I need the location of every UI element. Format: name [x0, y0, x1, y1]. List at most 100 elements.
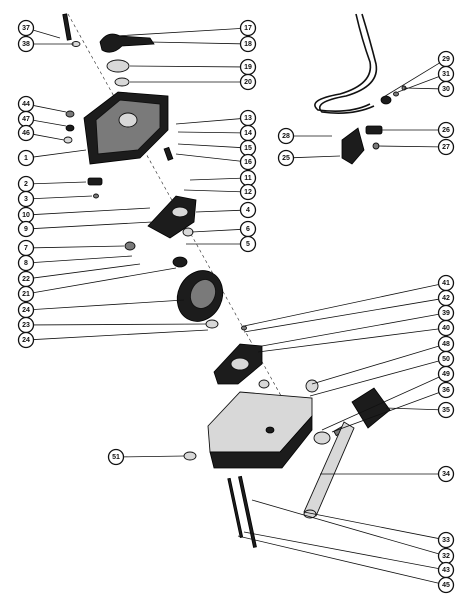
switch-body-part — [341, 127, 365, 165]
callout-number: 46 — [22, 130, 30, 137]
callout-6: 6 — [239, 220, 257, 238]
cam-part — [147, 195, 197, 239]
callout-number: 37 — [22, 25, 30, 32]
base-housing-side — [209, 414, 313, 469]
callout-39: 39 — [437, 304, 455, 322]
callout-circle — [437, 381, 455, 399]
leader-line-1 — [33, 149, 87, 158]
lower-screw-part — [241, 325, 247, 331]
callout-number: 16 — [244, 159, 252, 166]
leader-line-10 — [33, 207, 151, 215]
callout-35: 35 — [437, 401, 455, 419]
callout-24: 24 — [17, 331, 35, 349]
leader-line-3 — [33, 195, 93, 200]
callout-9: 9 — [17, 220, 35, 238]
callout-number: 44 — [22, 101, 30, 108]
callout-number: 38 — [22, 41, 30, 48]
callout-8: 8 — [17, 254, 35, 272]
callout-number: 51 — [112, 454, 120, 461]
callout-circle — [437, 121, 455, 139]
leader-line-21 — [33, 267, 177, 294]
housing-hole — [265, 426, 275, 434]
leader-line-32 — [251, 499, 439, 555]
callout-number: 6 — [246, 226, 250, 233]
callout-number: 34 — [442, 471, 450, 478]
leader-line-27 — [377, 145, 439, 148]
leader-line-47 — [33, 119, 67, 127]
callout-number: 28 — [282, 133, 290, 140]
callout-circle — [239, 153, 257, 171]
leader-line-45 — [237, 535, 439, 584]
callout-number: 30 — [442, 86, 450, 93]
leader-line-4 — [195, 209, 241, 213]
callout-number: 19 — [244, 64, 252, 71]
leader-line-33 — [303, 511, 439, 539]
callout-33: 33 — [437, 531, 455, 549]
leader-line-51 — [123, 455, 185, 458]
callout-29: 29 — [437, 50, 455, 68]
callout-circle — [437, 80, 455, 98]
callout-3: 3 — [17, 190, 35, 208]
leader-line-44 — [33, 105, 67, 113]
leader-line-40 — [257, 328, 439, 353]
callout-circle — [17, 19, 35, 37]
callout-number: 32 — [442, 553, 450, 560]
callout-44: 44 — [17, 95, 35, 113]
callout-28: 28 — [277, 127, 295, 145]
leader-line-11 — [189, 177, 241, 181]
callout-20: 20 — [239, 73, 257, 91]
callout-circle — [17, 124, 35, 142]
callout-number: 7 — [24, 245, 28, 252]
callout-circle — [17, 190, 35, 208]
callout-number: 41 — [442, 280, 450, 287]
callout-circle — [17, 35, 35, 53]
leader-line-6 — [191, 229, 241, 233]
callout-number: 4 — [246, 207, 250, 214]
callout-47: 47 — [17, 110, 35, 128]
callout-43: 43 — [437, 561, 455, 579]
plug-cap-part — [183, 451, 197, 461]
leader-line-25 — [293, 155, 341, 159]
callout-number: 5 — [246, 241, 250, 248]
callout-13: 13 — [239, 109, 257, 127]
pin-part — [87, 177, 103, 186]
callout-number: 50 — [442, 356, 450, 363]
callout-number: 2 — [24, 181, 28, 188]
callout-number: 12 — [244, 189, 252, 196]
callout-labels: 3738444746123109782221242324171819201314… — [17, 19, 455, 594]
callout-19: 19 — [239, 58, 257, 76]
callout-circle — [437, 465, 455, 483]
long-bolt-part — [238, 475, 257, 548]
leader-line-30 — [403, 87, 439, 90]
leader-line-9 — [33, 221, 153, 229]
callout-50: 50 — [437, 350, 455, 368]
leader-line-19 — [129, 65, 241, 68]
callout-36: 36 — [437, 381, 455, 399]
leader-line-15 — [177, 143, 241, 148]
plug-part — [365, 125, 383, 135]
callout-51: 51 — [107, 448, 125, 466]
callout-number: 11 — [244, 175, 252, 182]
detent-part — [63, 136, 73, 144]
ball-part — [65, 124, 75, 132]
callout-4: 4 — [239, 201, 257, 219]
leader-line-13 — [175, 118, 241, 125]
callout-38: 38 — [17, 35, 35, 53]
callout-27: 27 — [437, 138, 455, 156]
leader-line-12 — [183, 189, 241, 193]
spring-part — [65, 110, 75, 118]
upper-assembly — [62, 13, 224, 329]
callout-circle — [17, 220, 35, 238]
callout-25: 25 — [277, 149, 295, 167]
leader-line-14 — [177, 131, 241, 134]
leader-line-39 — [261, 314, 439, 347]
callout-number: 47 — [22, 116, 30, 123]
bushing-part — [114, 77, 130, 87]
leader-line-49 — [321, 376, 439, 431]
leader-line-24 — [33, 329, 209, 340]
callout-5: 5 — [239, 235, 257, 253]
callout-2: 2 — [17, 175, 35, 193]
callout-number: 18 — [244, 41, 252, 48]
callout-number: 35 — [442, 407, 450, 414]
